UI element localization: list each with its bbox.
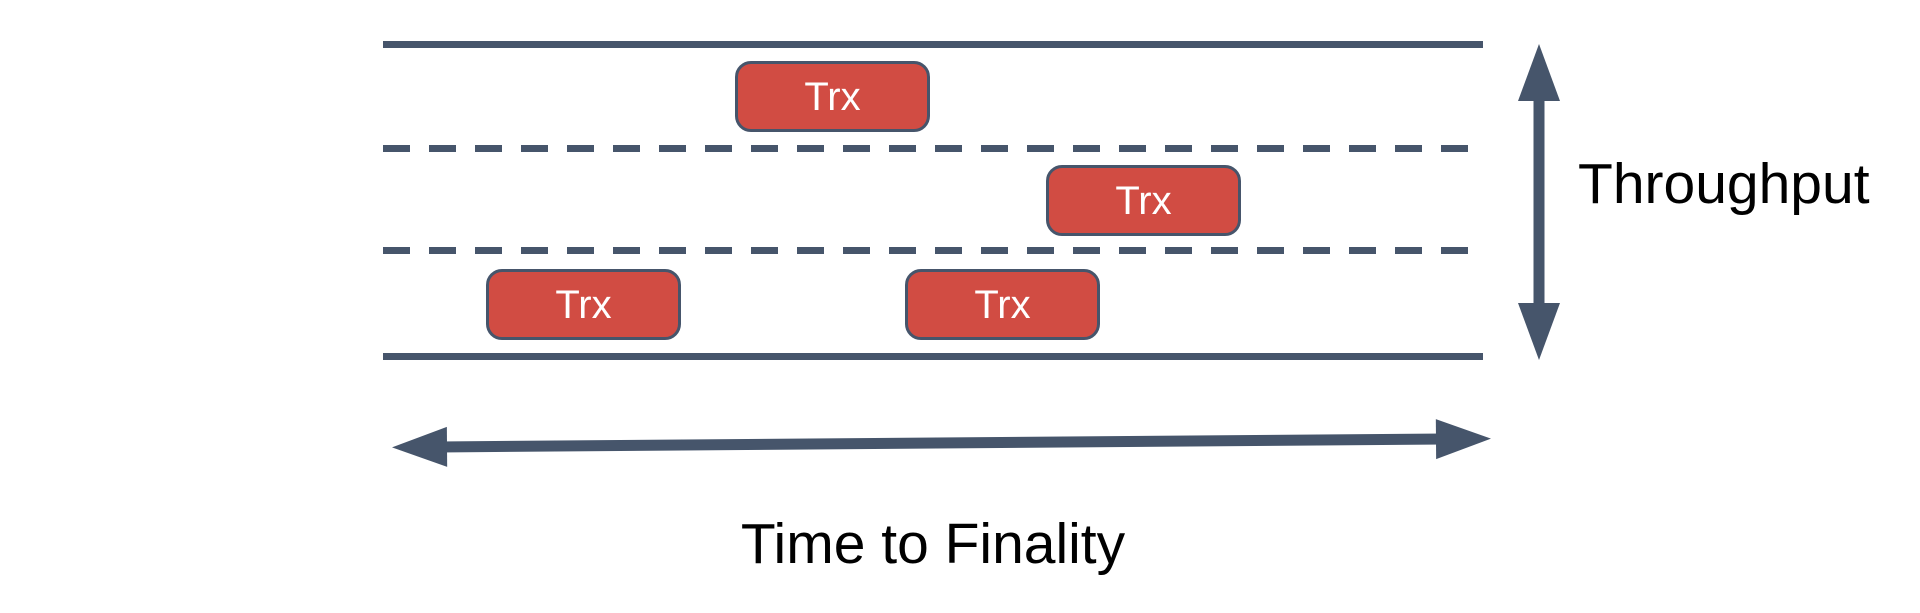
transaction-box: Trx [735,61,930,132]
transaction-box-label: Trx [974,282,1031,327]
transaction-box-label: Trx [555,282,612,327]
transaction-box: Trx [905,269,1100,340]
throughput-axis-label: Throughput [1578,152,1870,216]
transaction-box-label: Trx [1115,178,1172,223]
road-bottom-line [383,353,1483,360]
horizontal-double-arrow-icon [392,419,1491,467]
road-top-line [383,41,1483,48]
transaction-box: Trx [1046,165,1241,236]
lane-divider-dashed-line [383,247,1483,254]
time-to-finality-axis-label: Time to Finality [740,512,1126,576]
vertical-double-arrow-icon [1518,44,1560,360]
transaction-box: Trx [486,269,681,340]
transaction-box-label: Trx [804,74,861,119]
lane-divider-dashed-line [383,145,1483,152]
